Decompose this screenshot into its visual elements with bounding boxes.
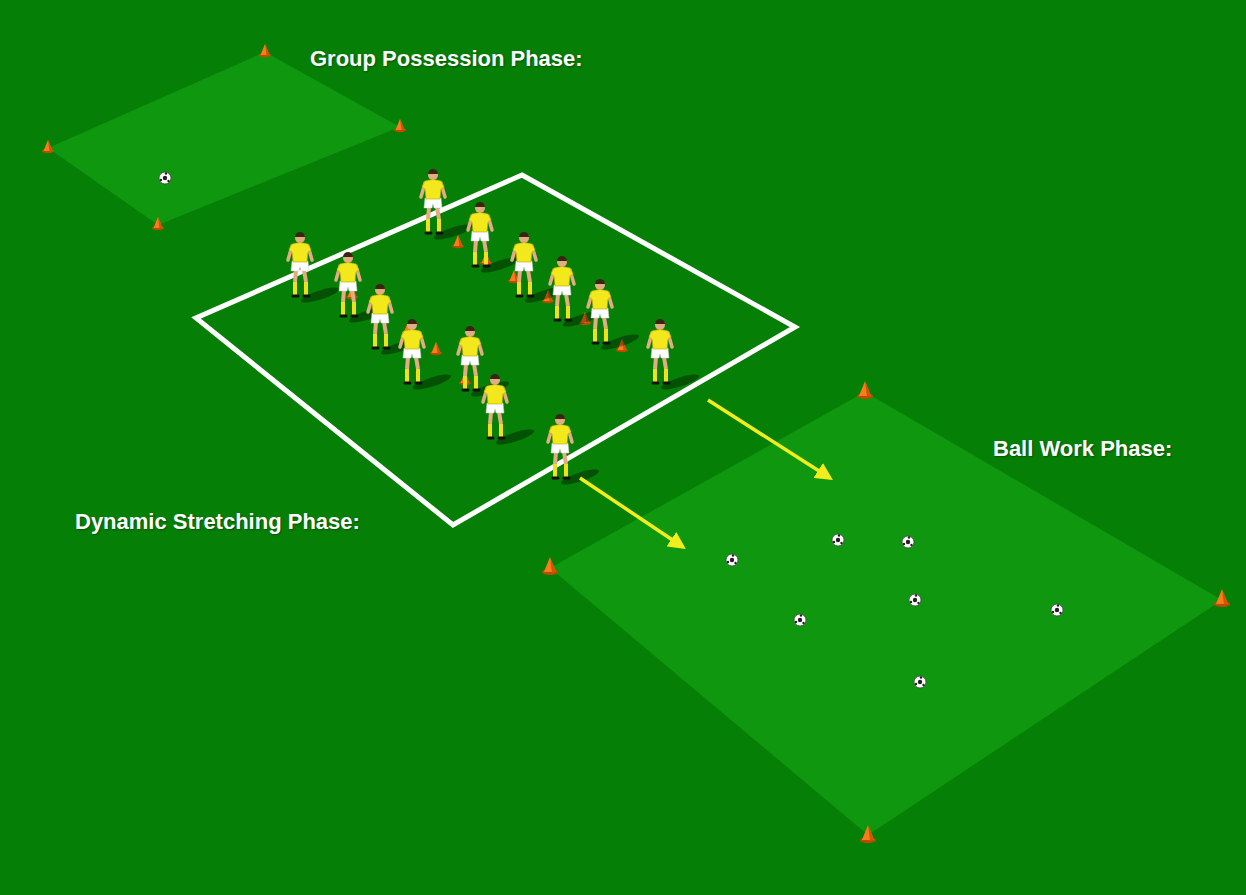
ball — [726, 554, 738, 566]
phase-area: Dynamic Stretching Phase: — [72, 172, 800, 544]
ball — [794, 614, 806, 626]
phase-label: Group Possession Phase: — [310, 46, 583, 72]
cone — [452, 235, 464, 248]
ball — [909, 594, 921, 606]
area-outline — [72, 172, 800, 544]
player-figure — [648, 319, 700, 392]
phase-label: Ball Work Phase: — [993, 436, 1172, 462]
player-figure — [588, 279, 640, 352]
ball — [902, 536, 914, 548]
ball — [832, 534, 844, 546]
area-shape — [550, 392, 1222, 835]
player-figure — [548, 414, 600, 487]
area-shape — [196, 175, 795, 525]
area-outline — [45, 44, 645, 234]
area-cones — [42, 44, 1230, 843]
player-figure — [468, 202, 520, 275]
phase-area: Ball Work Phase: — [548, 385, 1232, 841]
phase-label: Dynamic Stretching Phase: — [75, 509, 360, 535]
ball — [914, 676, 926, 688]
player-figure — [400, 319, 452, 392]
phase-area: Group Possession Phase: — [45, 44, 645, 234]
cone — [857, 381, 873, 399]
ball — [1051, 604, 1063, 616]
cone — [430, 342, 442, 355]
area-shape — [48, 52, 400, 225]
cone — [259, 44, 271, 57]
ball — [159, 172, 171, 184]
player-figure — [483, 374, 535, 447]
